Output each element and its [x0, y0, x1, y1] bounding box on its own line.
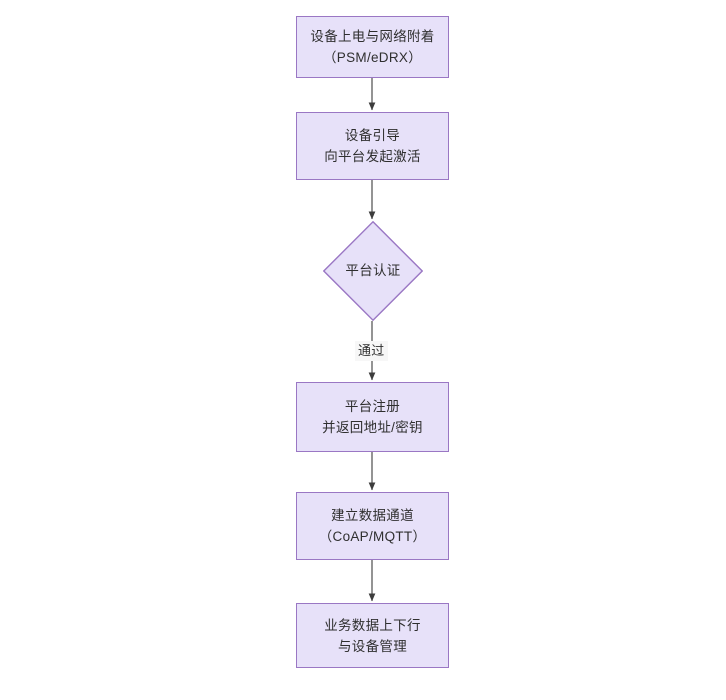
node-label-line2: （CoAP/MQTT）: [318, 529, 427, 544]
node-label-line1: 平台注册: [344, 399, 401, 414]
node-device-power-on[interactable]: 设备上电与网络附着 （PSM/eDRX）: [296, 16, 449, 78]
node-platform-registration[interactable]: 平台注册 并返回地址/密钥: [296, 382, 449, 452]
node-platform-authentication[interactable]: 平台认证: [323, 221, 423, 321]
node-label-line1: 建立数据通道: [331, 508, 414, 523]
node-label-line1: 设备引导: [344, 128, 401, 143]
node-establish-data-channel[interactable]: 建立数据通道 （CoAP/MQTT）: [296, 492, 449, 560]
node-device-bootstrap[interactable]: 设备引导 向平台发起激活: [296, 112, 449, 180]
node-label-line1: 平台认证: [345, 263, 401, 278]
node-label-line2: 与设备管理: [338, 638, 407, 654]
node-label-line1: 设备上电与网络附着: [310, 29, 435, 44]
node-label-line1: 业务数据上下行: [324, 617, 421, 633]
node-label-line2: 并返回地址/密钥: [322, 420, 423, 435]
diamond-shape-icon: [323, 221, 423, 321]
node-label-line2: （PSM/eDRX）: [322, 50, 423, 65]
edge-label-pass: 通过: [355, 341, 388, 361]
node-label-line2: 向平台发起激活: [324, 149, 421, 164]
node-business-data-and-device-management[interactable]: 业务数据上下行 与设备管理: [296, 603, 449, 668]
edge-label-text: 通过: [358, 343, 385, 358]
